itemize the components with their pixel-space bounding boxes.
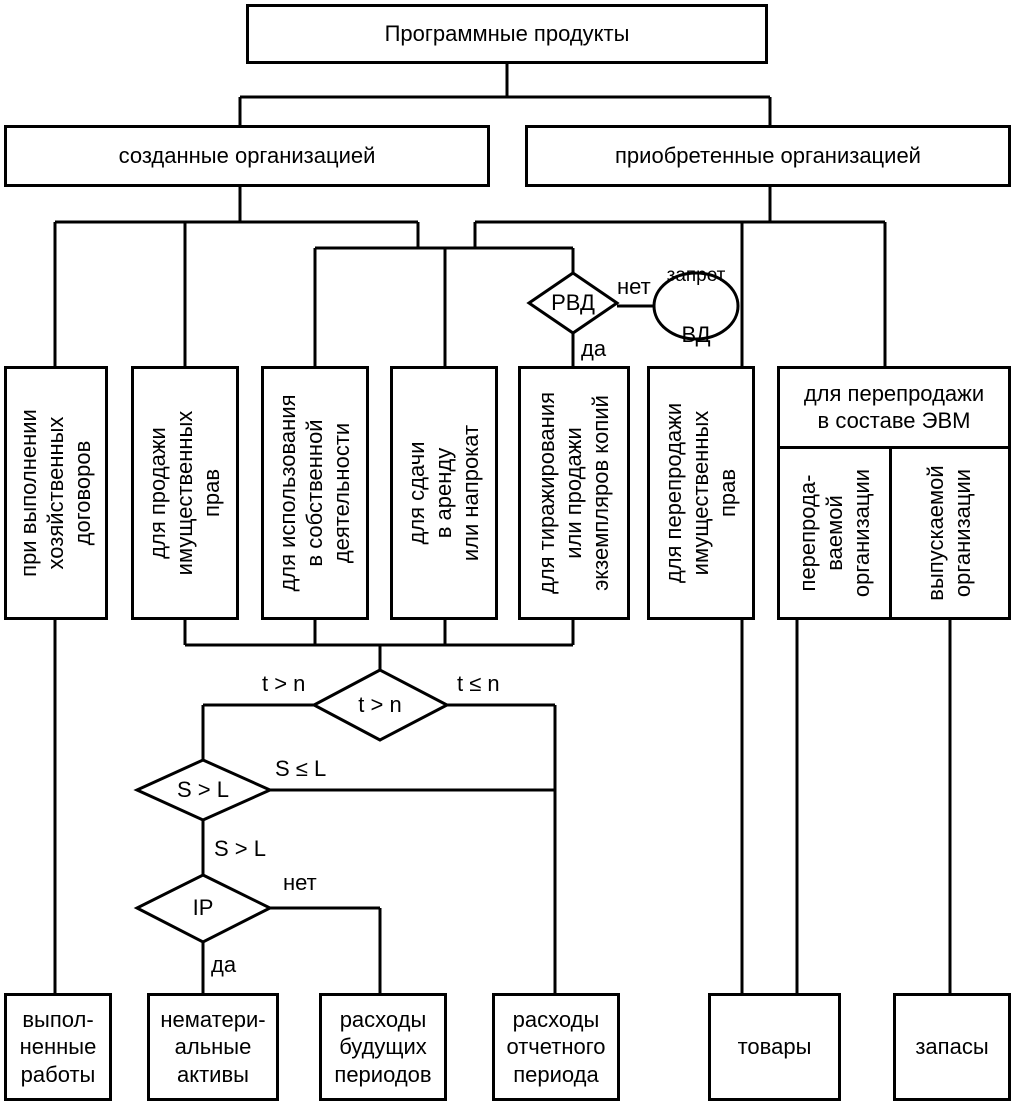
result-intangible-label: нематери- альные активы bbox=[160, 1006, 266, 1087]
created-box-label: созданные организацией bbox=[118, 142, 376, 168]
category-rent: для сдачи в аренду или напрокат bbox=[390, 366, 498, 620]
category-resale-rights-label: для перепродажи имущественных прав bbox=[660, 402, 740, 584]
t-gt-label: t > n bbox=[262, 671, 306, 696]
t-diamond-label: t > n bbox=[358, 692, 402, 717]
result-intangible: нематери- альные активы bbox=[147, 993, 279, 1101]
s-diamond-label: S > L bbox=[177, 777, 229, 802]
result-works-label: выпол- ненные работы bbox=[19, 1006, 97, 1087]
t-diamond bbox=[310, 668, 451, 742]
category-sale-rights: для продажи имущественных прав bbox=[131, 366, 239, 620]
ip-diamond-label: IP bbox=[192, 895, 214, 920]
result-current-label: расходы отчетного периода bbox=[506, 1006, 606, 1087]
result-future-label: расходы будущих периодов bbox=[334, 1006, 432, 1087]
category-own-use: для использования в собственной деятельн… bbox=[261, 366, 369, 620]
result-current: расходы отчетного периода bbox=[492, 993, 620, 1101]
ip-yes-label: да bbox=[211, 952, 237, 977]
subcategory-produced: выпускаемой организации bbox=[892, 446, 1008, 617]
rvd-no-label: нет bbox=[617, 274, 651, 299]
category-own-use-label: для использования в собственной деятельн… bbox=[274, 394, 354, 592]
subcategory-resold: перепрода- ваемой организации bbox=[780, 446, 892, 617]
category-contracts-label: при выполнении хозяйственных договоров bbox=[15, 409, 95, 577]
vd-ban-line1: запрет bbox=[666, 264, 726, 286]
subcategory-resold-label: перепрода- ваемой организации bbox=[794, 468, 873, 598]
category-sale-rights-label: для продажи имущественных прав bbox=[144, 410, 224, 576]
rvd-diamond-label: РВД bbox=[551, 290, 595, 315]
category-resale-rights: для перепродажи имущественных прав bbox=[647, 366, 755, 620]
created-box: созданные организацией bbox=[4, 125, 490, 187]
category-contracts: при выполнении хозяйственных договоров bbox=[4, 366, 108, 620]
result-goods-label: товары bbox=[737, 1034, 812, 1060]
vd-ban-ellipse-text: запрет ВД bbox=[667, 227, 726, 385]
s-le-label: S ≤ L bbox=[275, 756, 327, 781]
category-rent-label: для сдачи в аренду или напрокат bbox=[403, 424, 483, 562]
result-works: выпол- ненные работы bbox=[4, 993, 112, 1101]
vd-ban-ellipse bbox=[652, 271, 740, 341]
acquired-box-label: приобретенные организацией bbox=[615, 142, 921, 168]
category-replication-label: для тиражирования или продажи экземпляро… bbox=[533, 391, 613, 595]
ip-no-label: нет bbox=[283, 870, 317, 895]
rvd-yes-label: да bbox=[581, 336, 607, 361]
category-replication: для тиражирования или продажи экземпляро… bbox=[518, 366, 630, 620]
category-resale-computer-label: для перепродажи в составе ЭВМ bbox=[803, 381, 985, 433]
result-inventory-label: запасы bbox=[915, 1034, 989, 1060]
vd-ban-line2: ВД bbox=[681, 321, 711, 347]
t-le-label: t ≤ n bbox=[457, 671, 500, 696]
acquired-box: приобретенные организацией bbox=[525, 125, 1011, 187]
subcategory-produced-label: выпускаемой организации bbox=[923, 465, 975, 601]
result-future: расходы будущих периодов bbox=[319, 993, 447, 1101]
category-resale-computer: для перепродажи в составе ЭВМ перепрода-… bbox=[777, 366, 1011, 620]
s-gt-label: S > L bbox=[214, 836, 266, 861]
top-box-label: Программные продукты bbox=[384, 20, 630, 46]
result-goods: товары bbox=[708, 993, 841, 1101]
result-inventory: запасы bbox=[893, 993, 1011, 1101]
top-box: Программные продукты bbox=[246, 4, 768, 64]
